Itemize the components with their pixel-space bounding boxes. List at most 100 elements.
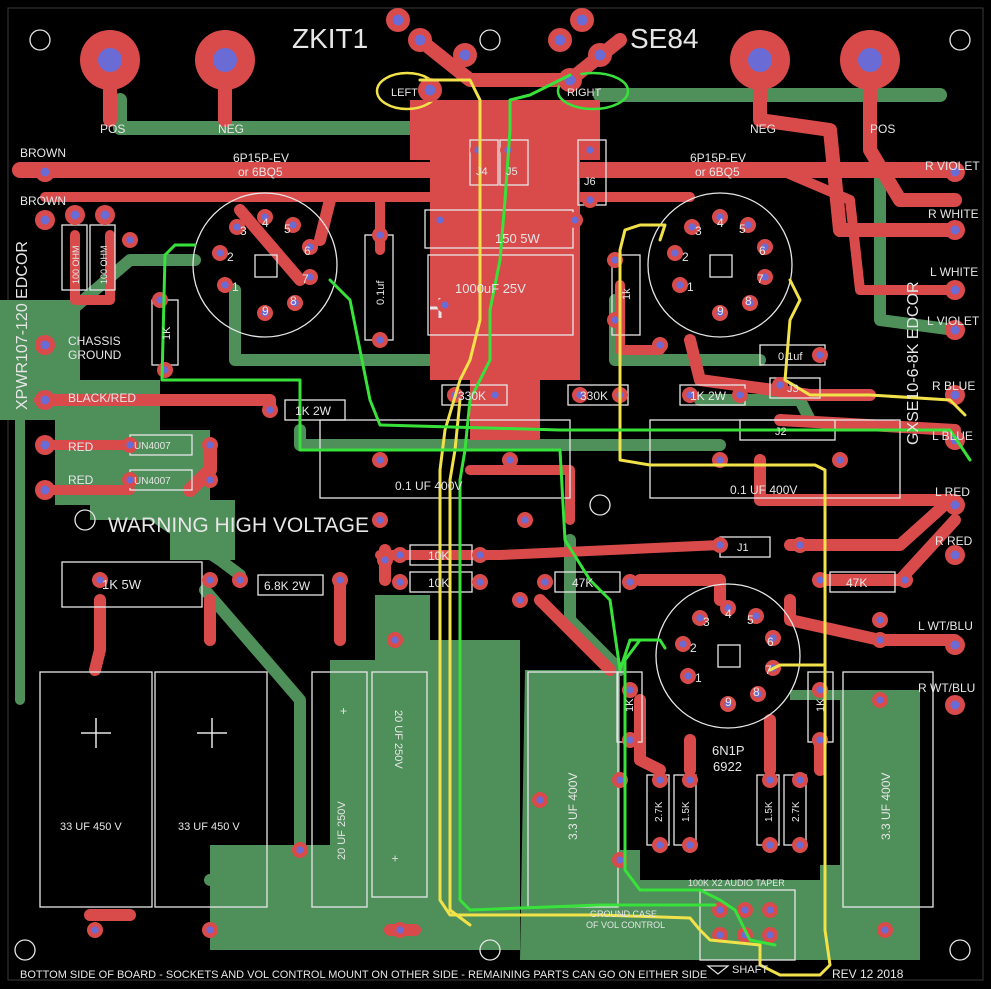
drill-hole — [261, 213, 269, 221]
drill-hole — [98, 48, 122, 72]
drill-hole — [876, 616, 884, 624]
pads — [35, 8, 965, 943]
top-copper-layer — [12, 33, 962, 936]
capacitor-label: 3.3 UF 400V — [566, 773, 580, 840]
pin-number: 8 — [745, 294, 752, 308]
bottom-side-note: BOTTOM SIDE OF BOARD - SOCKETS AND VOL C… — [20, 969, 707, 981]
pin-number: 9 — [262, 304, 269, 318]
capacitor-label: 33 UF 450 V — [178, 821, 240, 833]
pin-number: 2 — [682, 250, 689, 264]
resistor-label: 10K — [428, 576, 449, 590]
drill-hole — [40, 485, 50, 495]
jumper-j5: J5 — [506, 166, 518, 178]
drill-hole — [414, 34, 426, 46]
drill-hole — [586, 196, 594, 204]
pin-number: 6 — [759, 244, 766, 258]
drill-hole — [266, 406, 274, 414]
resistor-label: 47K — [572, 576, 593, 590]
drill-hole — [296, 846, 304, 854]
drill-hole — [376, 516, 384, 524]
drill-hole — [206, 576, 214, 584]
drill-hole — [876, 636, 884, 644]
preamp-tube-socket — [655, 583, 801, 729]
chassis-ground-label: GROUND — [68, 348, 122, 362]
drill-hole — [206, 926, 214, 934]
drill-hole — [716, 931, 724, 939]
drill-hole — [40, 167, 50, 177]
drill-hole — [233, 223, 241, 231]
drill-hole — [376, 231, 384, 239]
drill-hole — [536, 796, 544, 804]
pin-number: 1 — [695, 671, 702, 685]
drill-hole — [761, 273, 769, 281]
drill-hole — [236, 576, 244, 584]
power-transformer-label: XPWR107-120 EDCOR — [14, 241, 31, 410]
drill-hole — [716, 906, 724, 914]
pin-number: 5 — [739, 222, 746, 236]
pin-number: 7 — [765, 663, 772, 677]
resistor-label: 330K — [458, 389, 486, 403]
drill-hole — [96, 576, 104, 584]
drill-hole — [40, 440, 50, 450]
resistor-label: 2.7K — [654, 801, 665, 822]
silkscreen-text: ZKIT1 SE84 LEFT RIGHT POS NEG NEG POS BR… — [14, 23, 980, 981]
drill-hole — [100, 210, 110, 220]
mounting-hole — [14, 939, 36, 961]
drill-hole — [816, 736, 824, 744]
resistor-label: 1K — [815, 698, 827, 712]
drill-hole — [950, 390, 960, 400]
drill-hole — [766, 906, 774, 914]
drill-hole — [676, 281, 684, 289]
capacitor-label: 0.1uf — [375, 280, 387, 305]
drill-hole — [306, 243, 314, 251]
drill-hole — [616, 776, 624, 784]
drill-hole — [816, 576, 824, 584]
drill-hole — [506, 456, 514, 464]
right-blue-wire — [783, 278, 967, 417]
capacitor-label: 3.3 UF 400V — [879, 773, 893, 840]
resistor-label: 1k — [621, 288, 633, 300]
left-feedback-wire — [618, 223, 827, 667]
warning-high-voltage: WARNING HIGH VOLTAGE — [108, 514, 369, 537]
drill-hole — [766, 931, 774, 939]
bottom-copper-layer — [0, 88, 961, 960]
drill-hole — [950, 500, 960, 510]
drill-hole — [686, 841, 694, 849]
drill-hole — [716, 456, 724, 464]
drill-hole — [616, 856, 624, 864]
drill-hole — [396, 926, 404, 934]
drill-hole — [261, 309, 269, 317]
socket-key — [254, 254, 278, 278]
mounting-hole — [949, 29, 971, 51]
drill-hole — [816, 686, 824, 694]
diode-label: UN4007 — [134, 476, 171, 487]
wire-label-l-blue: L BLUE — [932, 429, 973, 443]
pos-label-right: POS — [870, 122, 895, 136]
drill-hole — [554, 34, 566, 46]
drill-hole — [746, 299, 754, 307]
wire-label-l-violet: L VIOLET — [927, 314, 980, 328]
drill-hole — [876, 696, 884, 704]
output-transformer-label: GXSE10-6-8K EDCOR — [905, 281, 922, 445]
neg-label-left: NEG — [218, 122, 244, 136]
wire-label-r-red: R RED — [935, 534, 973, 548]
capacitor-label: 1000uF 25V — [455, 281, 526, 296]
drill-hole — [91, 926, 99, 934]
resistor-label: 1K 2W — [295, 404, 332, 418]
right-signal-wire — [458, 73, 717, 912]
pos-label-left: POS — [100, 122, 125, 136]
capacitor-label: 20 UF 250V — [336, 801, 348, 860]
socket-key — [709, 254, 733, 278]
ground-case-label: OF VOL CONTROL — [586, 920, 665, 930]
drill-hole — [291, 299, 299, 307]
drill-hole — [696, 614, 704, 622]
drill-hole — [586, 146, 594, 154]
output-vertical-wire — [448, 398, 472, 927]
drill-hole — [656, 841, 664, 849]
drill-hole — [576, 391, 584, 399]
mounting-hole — [589, 494, 611, 516]
capacitor-label: 20 UF 250V — [392, 710, 404, 769]
drill-hole — [396, 578, 404, 586]
ground-return-wire — [623, 638, 777, 947]
